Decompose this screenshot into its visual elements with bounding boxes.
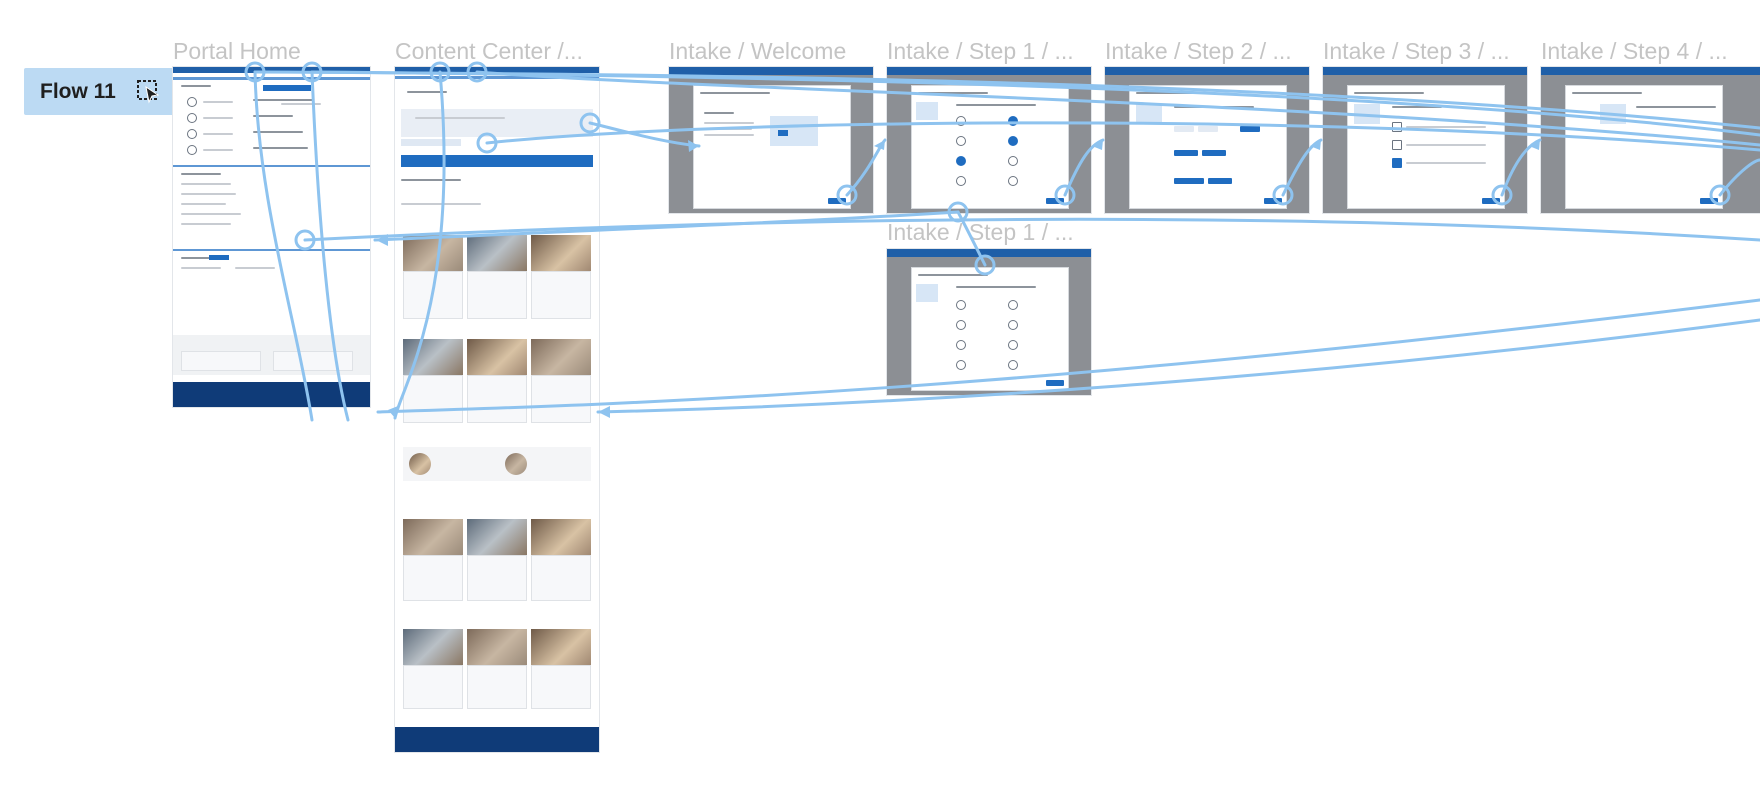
- flow-badge[interactable]: Flow 11: [24, 68, 181, 115]
- frame-intake-step2[interactable]: [1105, 67, 1309, 213]
- frame-title-intake-step2[interactable]: Intake / Step 2 / ...: [1105, 38, 1292, 64]
- frame-intake-step3[interactable]: [1323, 67, 1527, 213]
- frame-intake-welcome[interactable]: [669, 67, 873, 213]
- play-cursor-icon: [136, 79, 160, 104]
- frame-intake-step4[interactable]: [1541, 67, 1760, 213]
- frame-title-intake-step1[interactable]: Intake / Step 1 / ...: [887, 38, 1074, 64]
- frame-intake-step1-alt[interactable]: [887, 249, 1091, 395]
- flow-label: Flow 11: [40, 79, 116, 103]
- frame-portal-home[interactable]: [173, 67, 370, 407]
- frame-title-intake-step4[interactable]: Intake / Step 4 / ...: [1541, 38, 1728, 64]
- frame-title-intake-welcome[interactable]: Intake / Welcome: [669, 38, 847, 64]
- frame-title-portal-home[interactable]: Portal Home: [173, 38, 301, 64]
- frame-title-intake-step3[interactable]: Intake / Step 3 / ...: [1323, 38, 1510, 64]
- frame-title-content-center[interactable]: Content Center /...: [395, 38, 583, 64]
- frame-content-center[interactable]: [395, 67, 599, 752]
- frame-title-intake-step1-alt[interactable]: Intake / Step 1 / ...: [887, 219, 1074, 245]
- frame-intake-step1[interactable]: [887, 67, 1091, 213]
